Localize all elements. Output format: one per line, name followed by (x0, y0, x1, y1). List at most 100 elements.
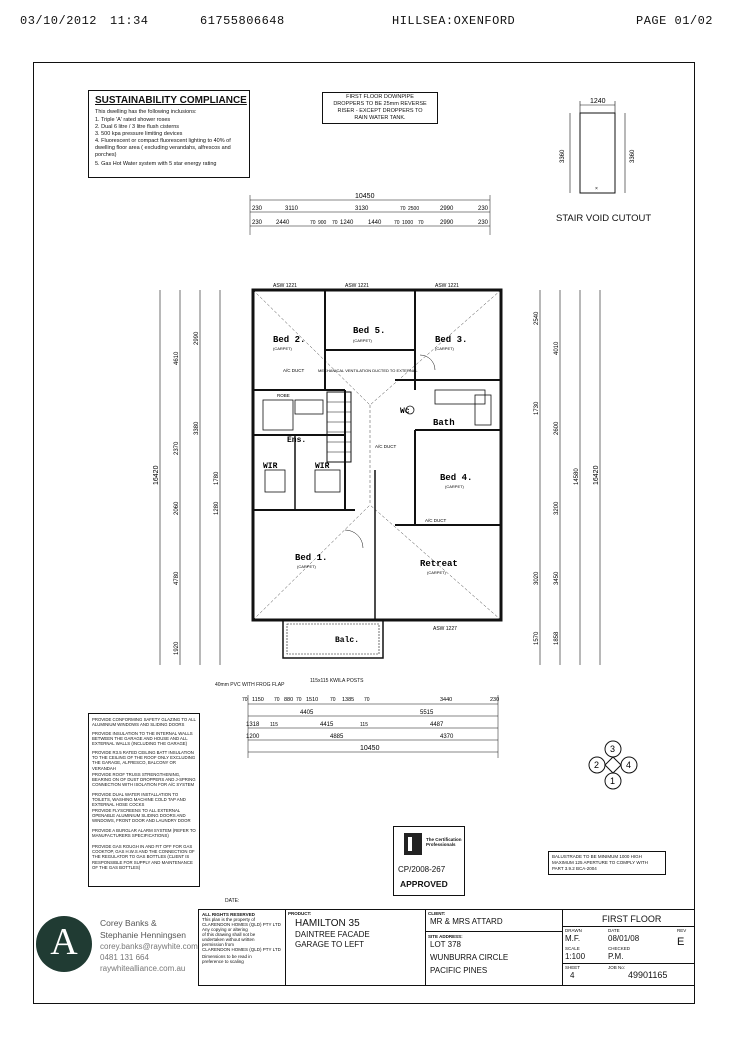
dim-text: 1000 (402, 220, 413, 226)
compass-label: 1 (610, 776, 615, 786)
client-cell: CLIENT: MR & MRS ATTARD SITE ADDRESS: LO… (425, 910, 563, 985)
dim-text: 70 (274, 697, 280, 703)
checked-value: P.M. (608, 952, 624, 961)
right-main-dim: 14580 (574, 468, 580, 485)
rights-line: Dimensions to be read in (202, 954, 252, 959)
ac-duct-label: A/C DUCT (425, 518, 447, 523)
bottom-overall-dim: 10450 (360, 745, 380, 752)
certifier-stamp: The Certification Professionals CP/2008-… (393, 826, 465, 896)
downpipe-line: FIRST FLOOR DOWNPIPE (346, 94, 414, 100)
rights-line: CLARENDON HOMES (QLD) PTY LTD (202, 922, 281, 927)
dim-text: 1385 (342, 697, 354, 703)
site-suburb: PACIFIC PINES (430, 966, 488, 975)
rights-line: Any copying or altering (202, 927, 248, 932)
sheet-value: 4 (570, 971, 575, 980)
dim-text: 70 (296, 697, 302, 703)
general-note: PROVIDE INSULATION TO THE INTERNAL WALLS… (92, 731, 193, 747)
site-lot: LOT 378 (430, 940, 461, 949)
dim-text: 115 (270, 722, 278, 728)
ac-duct-label: A/C DUCT (375, 444, 397, 449)
stair-void-diagram: 1240 3360 3360 × (560, 98, 636, 194)
rev-value: E (677, 936, 685, 948)
dim-text: 4780 (174, 571, 180, 585)
floor-plan: ASW 1221 ASW 1221 ASW 1221 ASW 1227 Bed … (251, 283, 503, 659)
rights-line: preference to scaling (202, 959, 244, 964)
window-label: ASW 1221 (273, 283, 297, 289)
product-facade: DAINTREE FACADE (295, 930, 370, 939)
dim-text: 70 (364, 697, 370, 703)
agent-logo: A (36, 916, 92, 972)
rights-line: ALL RIGHTS RESERVED (202, 912, 255, 917)
dim-text: 230 (478, 220, 489, 226)
scale-value: 1:100 (565, 952, 586, 961)
agent-email[interactable]: corey.banks@raywhite.com (100, 942, 198, 951)
room-wir1: WIR (263, 462, 278, 471)
dim-text: 3450 (554, 571, 560, 585)
stair-void-height-right: 3360 (630, 149, 636, 163)
dim-text: 1730 (534, 401, 540, 415)
client-name: MR & MRS ATTARD (430, 917, 503, 926)
fax-time: 11:34 (110, 14, 149, 28)
dim-text: 1858 (554, 631, 560, 645)
dim-text: 230 (490, 697, 499, 703)
dim-text: 4370 (440, 734, 454, 740)
general-note: PROVIDE ROOF TRUSS STRENGTHENING, BEARIN… (92, 772, 196, 788)
balustrade-line: MAXIMUM 125 APERTURE TO COMPLY WITH (552, 860, 648, 865)
downpipe-line: RISER - EXCEPT DROPPERS TO (337, 108, 423, 114)
stair-void-label: STAIR VOID CUTOUT (556, 213, 652, 224)
room-retreat: Retreat (420, 559, 458, 569)
left-dimensions: 16420 4610 2370 2060 4780 1920 2990 3380… (153, 290, 221, 665)
sustainability-item: 5. Gas Hot Water system with 5 star ener… (95, 161, 217, 167)
checked-label: CHECKED (608, 946, 631, 951)
sustainability-item: 3. 500 kpa pressure limiting devices (95, 131, 183, 137)
agent-phone[interactable]: 0481 131 664 (100, 953, 149, 962)
balustrade-note: BALUSTRADE TO BE MINIMUM 1000 HIGH MAXIM… (548, 851, 666, 875)
dim-text: 230 (252, 220, 263, 226)
fax-sender: HILLSEA:OXENFORD (392, 14, 516, 28)
stair-void-height-left: 3360 (560, 149, 566, 163)
dim-text: 2370 (174, 441, 180, 455)
dim-text: 2440 (276, 220, 290, 226)
dim-text: 3440 (440, 697, 452, 703)
certifier-status: APPROVED (400, 879, 448, 889)
general-note: PROVIDE GAS ROUGH IN AND FIT OFF FOR GAS… (92, 844, 195, 870)
date-label: DATE (608, 928, 620, 933)
stair-void-width: 1240 (590, 98, 606, 105)
agent-website[interactable]: raywhitealliance.com.au (100, 964, 186, 973)
dim-text: 4010 (554, 341, 560, 355)
room-carpet: (CARPET) (353, 338, 373, 343)
window-label: ASW 1221 (435, 283, 459, 289)
dim-text: 880 (284, 697, 293, 703)
sustainability-item: 2. Dual 6 litre / 3 litre flush cisterns (95, 124, 180, 130)
window-label: ASW 1227 (433, 626, 457, 632)
room-carpet: (CARPET) (427, 570, 447, 575)
compass-label: 3 (610, 744, 615, 754)
date-value: 08/01/08 (608, 934, 640, 943)
room-bed5: Bed 5. (353, 326, 385, 336)
sustainability-subtitle: This dwelling has the following inclusio… (95, 109, 197, 115)
room-bed2: Bed 2. (273, 335, 305, 345)
drawing-sheet (33, 62, 695, 1004)
rights-cell: ALL RIGHTS RESERVED This plan is the pro… (199, 910, 286, 985)
rev-label: REV (677, 928, 687, 933)
rights-line: of this drawing shall not be (202, 932, 256, 937)
fax-page: PAGE 01/02 (636, 14, 714, 28)
dim-text: 2990 (194, 331, 200, 345)
dim-text: 1780 (214, 471, 220, 485)
sustainability-title: SUSTAINABILITY COMPLIANCE (95, 95, 247, 106)
product-cell: PRODUCT: HAMILTON 35 DAINTREE FACADE GAR… (285, 910, 426, 985)
title-block: ALL RIGHTS RESERVED This plan is the pro… (198, 909, 695, 986)
job-label: JOB No: (608, 965, 626, 970)
dim-text: 3380 (194, 421, 200, 435)
top-dimensions: 10450 230 3110 3130 70 2500 2990 230 230… (249, 193, 491, 235)
dim-text: 230 (478, 206, 489, 212)
dim-text: 4610 (174, 351, 180, 365)
dim-text: 1510 (306, 697, 318, 703)
dim-text: 3200 (554, 501, 560, 515)
site-label: SITE ADDRESS: (428, 934, 463, 939)
certifier-number: CP/2008-267 (398, 865, 446, 874)
dim-text: 70 (400, 206, 406, 212)
fax-number: 61755806648 (200, 14, 285, 28)
general-note: PROVIDE DUAL WATER INSTALLATION TO TOILE… (92, 792, 186, 808)
product-name: HAMILTON 35 (295, 918, 360, 929)
